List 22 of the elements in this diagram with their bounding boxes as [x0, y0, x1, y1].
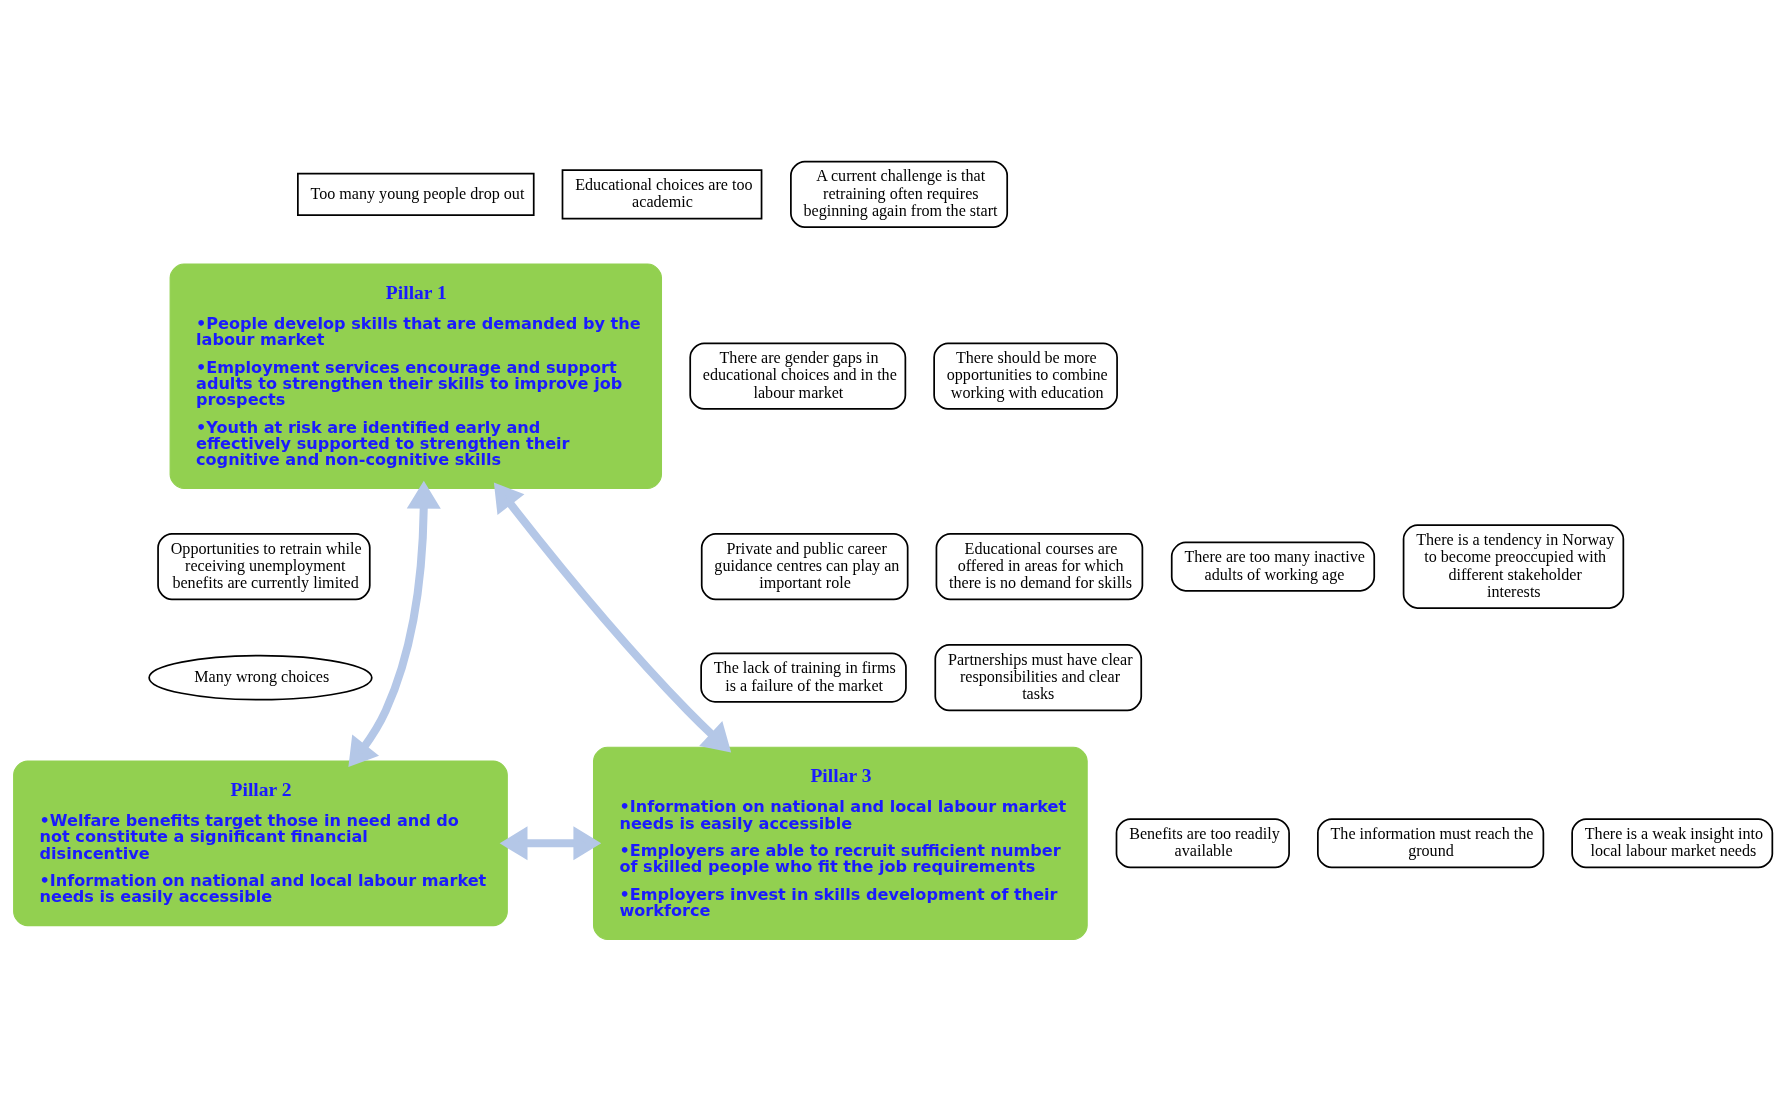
arrow — [348, 480, 441, 767]
node-box: Private and public career guidance centres can play an important role — [700, 532, 909, 600]
node-box: There is a weak insight into local labour market needs — [1571, 817, 1774, 868]
arrow — [493, 482, 732, 752]
node-box: There should be more opportunities to combine working with education — [933, 342, 1118, 410]
node-box: There are gender gaps in educational choices and in the labour market — [689, 342, 907, 410]
node-box: Opportunities to retrain while receiving unemployment benefits are currently limited — [157, 532, 371, 600]
node-ellipse: Many wrong choices — [148, 654, 373, 701]
node-box: The lack of training in firms is a failure of the market — [700, 652, 907, 703]
node-box: Pillar 3 •Information on national and local labour market needs is easily accessible •Employers are able to recruit sufficient number of skilled people who fit the job requirements •Employers invest in skills development of their workforce — [593, 746, 1088, 940]
arrow — [499, 825, 602, 860]
node-box: A current challenge is that retraining often requires beginning again from the start — [790, 160, 1009, 228]
node-box: Pillar 2 •Welfare benefits target those in need and do not constitute a significant financial disincentive •Information on national and local labour market needs is easily accessible — [13, 760, 508, 926]
node-box: There is a tendency in Norway to become preoccupied with different stakeholder interests — [1402, 523, 1625, 609]
node-box: Pillar 1 •People develop skills that are demanded by the labour market •Employment services encourage and support adults to strengthen their skills to improve job prospects •Youth at risk are identified early and effectively supported to strengthen their cognitive and non-cognitive skills — [169, 262, 662, 489]
node-box: Educational courses are offered in areas for which there is no demand for skills — [935, 532, 1144, 600]
node-box: Educational choices are too academic — [561, 168, 763, 219]
node-box: There are too many inactive adults of working age — [1170, 541, 1376, 592]
node-box: Partnerships must have clear responsibilities and clear tasks — [934, 643, 1143, 711]
node-box: The information must reach the ground — [1317, 817, 1545, 868]
node-box: Benefits are too readily available — [1115, 817, 1290, 868]
node-box: Too many young people drop out — [297, 172, 535, 216]
